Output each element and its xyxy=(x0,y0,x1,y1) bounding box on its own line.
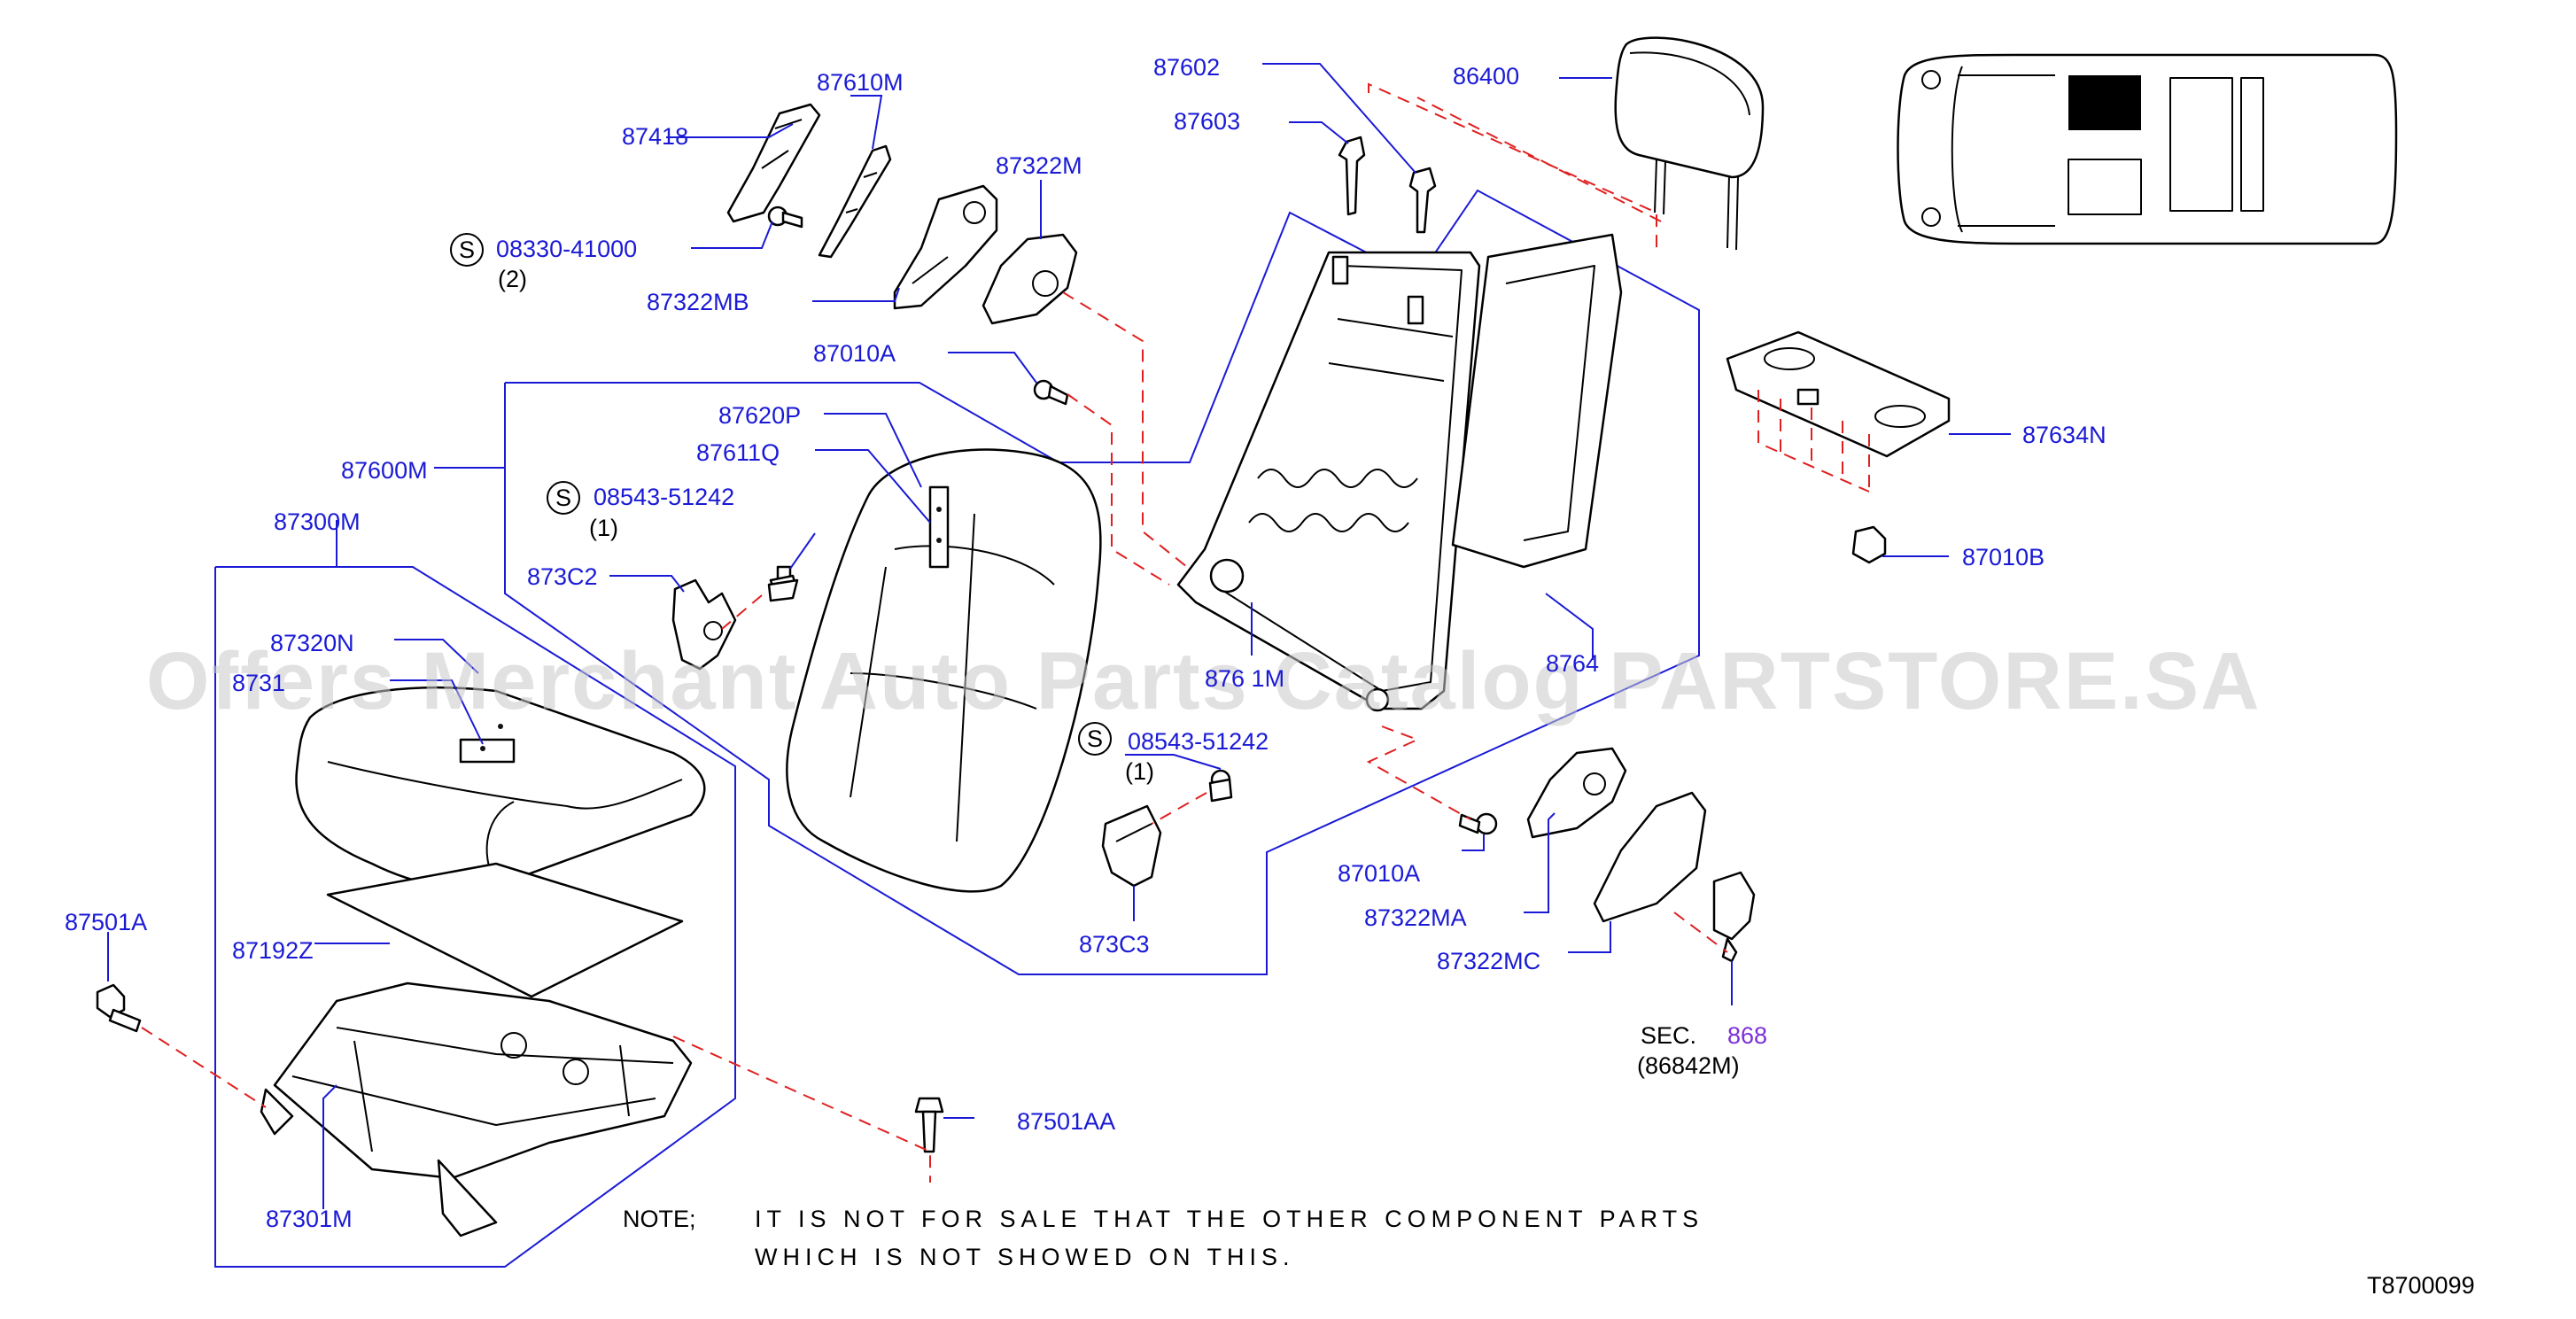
sec-ref: (86842M) xyxy=(1637,1052,1740,1079)
bracket-87418 xyxy=(726,103,821,223)
label-87418[interactable]: 87418 xyxy=(622,123,688,150)
s-symbol-08543-b: S xyxy=(1078,722,1112,756)
label-87602[interactable]: 87602 xyxy=(1153,54,1220,81)
label-87322MA[interactable]: 87322MA xyxy=(1364,904,1467,931)
label-873C3[interactable]: 873C3 xyxy=(1079,931,1150,958)
label-87322M[interactable]: 87322M xyxy=(996,152,1082,179)
label-87320N[interactable]: 87320N xyxy=(270,630,354,656)
label-87010A-mid[interactable]: 87010A xyxy=(1338,860,1420,887)
seat-location-marker xyxy=(2068,75,2141,130)
label-87301M[interactable]: 87301M xyxy=(266,1206,353,1232)
diagram-id: T8700099 xyxy=(2367,1272,2475,1299)
qty-08543-51242-a: (1) xyxy=(589,515,618,541)
label-87501A[interactable]: 87501A xyxy=(65,909,147,935)
label-87010A-top[interactable]: 87010A xyxy=(813,340,896,367)
bolt-87501AA xyxy=(914,1097,944,1153)
seat-back-pad xyxy=(786,448,1102,893)
label-876x1M[interactable]: 876 1M xyxy=(1205,665,1284,692)
s-symbol-08330: S xyxy=(450,233,484,267)
label-87620P[interactable]: 87620P xyxy=(718,402,801,429)
seat-back-board-8764x xyxy=(1451,233,1623,569)
watermark: Offers Merchant Auto Parts Catalog PARTS… xyxy=(146,636,2262,726)
bolt-87501A xyxy=(96,983,142,1033)
label-08543-51242-a[interactable]: 08543-51242 xyxy=(594,484,734,510)
label-873C2[interactable]: 873C2 xyxy=(527,563,598,590)
label-87322MB[interactable]: 87322MB xyxy=(647,289,749,315)
s-symbol-08543-a: S xyxy=(547,481,580,515)
bracket-873c2 xyxy=(671,578,737,671)
label-87300M[interactable]: 87300M xyxy=(274,508,361,535)
label-86400[interactable]: 86400 xyxy=(1453,63,1519,89)
board-87634n xyxy=(1726,330,1951,458)
headrest-86400 xyxy=(1614,36,1765,251)
note-line-2: WHICH IS NOT SHOWED ON THIS. xyxy=(755,1244,1295,1270)
seat-back-assembly-frame xyxy=(504,189,1700,975)
label-87603[interactable]: 87603 xyxy=(1174,108,1240,135)
svg-text:S: S xyxy=(459,237,475,263)
cover-87322MA xyxy=(1526,747,1627,839)
vehicle-location-icon xyxy=(1897,53,2398,245)
label-87610M[interactable]: 87610M xyxy=(817,69,904,96)
seat-cushion-assembly-frame xyxy=(214,566,736,1268)
cover-87322MC xyxy=(1593,791,1707,923)
note-label: NOTE; xyxy=(623,1206,696,1232)
label-87501AA[interactable]: 87501AA xyxy=(1017,1108,1115,1135)
guide-87603 xyxy=(1338,136,1366,216)
seatbelt-buckle-868 xyxy=(1712,871,1756,963)
bolt-87010A-top xyxy=(1033,379,1069,406)
label-87611Q[interactable]: 87611Q xyxy=(696,439,780,466)
bolt-08330-41000 xyxy=(767,206,803,229)
guide-87602 xyxy=(1408,167,1437,234)
label-87322MC[interactable]: 87322MC xyxy=(1437,948,1540,974)
bolt-08543-51242-a xyxy=(767,565,799,602)
svg-text:S: S xyxy=(555,485,571,511)
seat-cushion-frame-87301m xyxy=(260,981,693,1238)
label-8731x[interactable]: 8731 xyxy=(232,670,285,696)
qty-08543-51242-b: (1) xyxy=(1125,758,1154,785)
sec-label: SEC. xyxy=(1641,1022,1696,1049)
clip-87610M xyxy=(818,144,892,259)
label-87634N[interactable]: 87634N xyxy=(2022,422,2107,448)
label-87010B[interactable]: 87010B xyxy=(1962,544,2045,570)
note-line-1: IT IS NOT FOR SALE THAT THE OTHER COMPON… xyxy=(755,1206,1703,1232)
svg-text:S: S xyxy=(1087,725,1103,752)
label-87600M[interactable]: 87600M xyxy=(341,457,428,484)
label-87192Z[interactable]: 87192Z xyxy=(232,937,314,964)
label-08330-41000[interactable]: 08330-41000 xyxy=(496,236,637,262)
sec-link-868[interactable]: 868 xyxy=(1727,1022,1767,1049)
label-08543-51242-b[interactable]: 08543-51242 xyxy=(1128,728,1269,755)
cover-87322MB xyxy=(893,184,998,310)
nut-87010B xyxy=(1851,525,1887,564)
qty-08330-41000: (2) xyxy=(498,266,527,292)
seat-sheet-87192z xyxy=(326,862,684,998)
bolt-87010A-mid xyxy=(1458,812,1498,835)
bolt-08543-51242-b xyxy=(1208,769,1233,803)
bracket-873c3 xyxy=(1101,804,1162,888)
seat-back-frame-876x1m xyxy=(1176,251,1481,712)
leader-lines xyxy=(107,63,2011,1209)
cover-87322M xyxy=(982,233,1078,325)
label-8764x[interactable]: 8764 xyxy=(1546,650,1599,677)
